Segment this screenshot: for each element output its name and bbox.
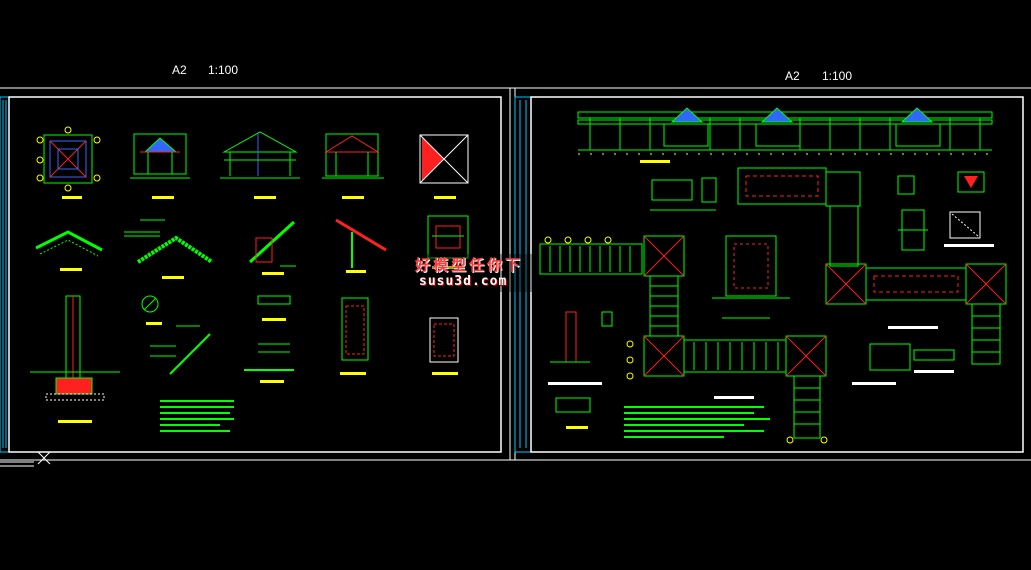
panel-detail-1[interactable] xyxy=(340,297,369,375)
gate-elevation[interactable] xyxy=(712,235,790,319)
notes-block-right xyxy=(624,396,770,438)
pavilion-elevation-2[interactable] xyxy=(220,131,300,199)
beam-section[interactable] xyxy=(427,215,469,269)
watermark-line2: susu3d.com xyxy=(419,274,508,289)
pavilion-plan[interactable] xyxy=(36,126,101,199)
rafter-detail[interactable] xyxy=(335,218,387,273)
watermark-line1: 好模型任你下 xyxy=(415,256,524,274)
panel-detail-2[interactable] xyxy=(429,317,459,375)
joint-detail[interactable] xyxy=(141,295,162,325)
notes-block-left xyxy=(160,400,234,432)
bench-detail[interactable] xyxy=(650,177,717,211)
left-title-strip xyxy=(0,96,10,453)
right-sheet-paper-label: A2 xyxy=(785,69,800,83)
column-section[interactable] xyxy=(30,295,120,423)
left-sheet-paper-label: A2 xyxy=(172,63,187,77)
footing-detail-1[interactable] xyxy=(244,295,294,383)
wall-section[interactable] xyxy=(550,311,613,363)
left-drawing-frame xyxy=(8,96,502,453)
column-detail-right[interactable] xyxy=(898,209,928,251)
ucs-cross-icon xyxy=(0,451,51,467)
foundation-detail-right[interactable] xyxy=(852,343,955,385)
corridor-plan[interactable] xyxy=(539,235,828,444)
gate-elevation-label xyxy=(548,382,602,385)
eave-detail[interactable] xyxy=(248,220,296,275)
pavilion-elevation-1[interactable] xyxy=(130,133,190,199)
corridor-elevation[interactable] xyxy=(577,107,993,163)
foundation-section-bottom[interactable] xyxy=(555,397,591,429)
roof-detail-1[interactable] xyxy=(35,230,103,271)
right-sheet-scale-label: 1:100 xyxy=(822,69,853,83)
stair-detail[interactable] xyxy=(150,325,211,375)
roof-detail-2[interactable] xyxy=(124,219,214,279)
pavilion-elevation-3[interactable] xyxy=(322,133,384,199)
left-sheet[interactable] xyxy=(0,96,502,453)
roof-plan[interactable] xyxy=(419,134,469,199)
right-sheet[interactable] xyxy=(514,96,1024,453)
watermark: 好模型任你下 susu3d.com xyxy=(413,254,535,292)
node-detail-right[interactable] xyxy=(897,171,994,247)
left-sheet-scale-label: 1:100 xyxy=(208,63,239,77)
right-drawing-frame xyxy=(530,96,1024,453)
corridor-plan-upper[interactable] xyxy=(737,167,1007,365)
